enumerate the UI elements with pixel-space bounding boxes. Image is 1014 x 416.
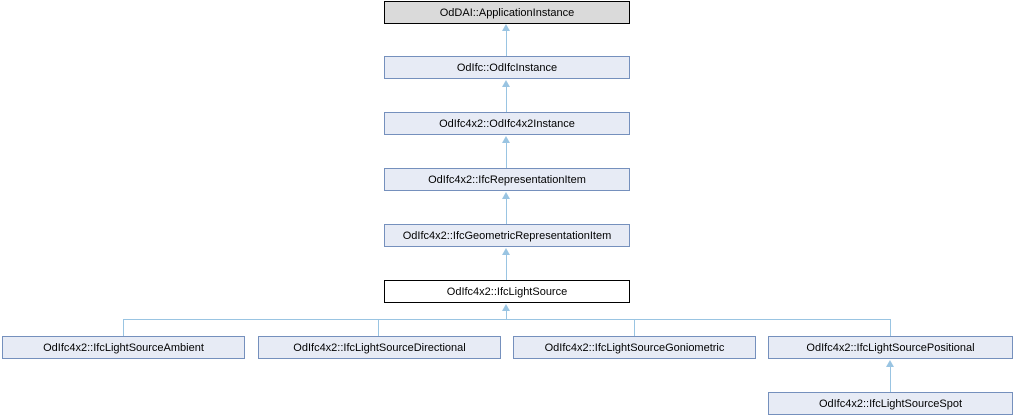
inheritance-arrowhead bbox=[502, 192, 510, 199]
class-node-odifc-instance[interactable]: OdIfc::OdIfcInstance bbox=[384, 56, 630, 79]
class-node-odifc4x2-instance[interactable]: OdIfc4x2::OdIfc4x2Instance bbox=[384, 112, 630, 135]
class-node-ifc-light-source: OdIfc4x2::IfcLightSource bbox=[384, 280, 630, 303]
inheritance-arrowhead bbox=[502, 248, 510, 255]
class-node-ifc-light-source-spot[interactable]: OdIfc4x2::IfcLightSourceSpot bbox=[768, 392, 1013, 415]
class-node-ifc-light-source-directional[interactable]: OdIfc4x2::IfcLightSourceDirectional bbox=[258, 336, 501, 359]
inheritance-line bbox=[506, 198, 507, 224]
inheritance-arrowhead bbox=[502, 24, 510, 31]
inheritance-line bbox=[123, 319, 124, 336]
inheritance-line bbox=[506, 30, 507, 56]
class-node-ifc-representation-item[interactable]: OdIfc4x2::IfcRepresentationItem bbox=[384, 168, 630, 191]
inheritance-line bbox=[890, 319, 891, 336]
inheritance-line bbox=[506, 86, 507, 112]
inheritance-line bbox=[890, 366, 891, 392]
inheritance-arrowhead bbox=[502, 304, 510, 311]
inheritance-arrowhead bbox=[886, 360, 894, 367]
inheritance-branch-line bbox=[123, 319, 891, 320]
inheritance-arrowhead bbox=[502, 80, 510, 87]
inheritance-line bbox=[506, 310, 507, 320]
inheritance-line bbox=[506, 142, 507, 168]
class-node-ifc-light-source-goniometric[interactable]: OdIfc4x2::IfcLightSourceGoniometric bbox=[513, 336, 756, 359]
class-node-ifc-light-source-ambient[interactable]: OdIfc4x2::IfcLightSourceAmbient bbox=[2, 336, 245, 359]
class-node-ifc-light-source-positional[interactable]: OdIfc4x2::IfcLightSourcePositional bbox=[768, 336, 1013, 359]
class-node-ifc-geometric-representation-item[interactable]: OdIfc4x2::IfcGeometricRepresentationItem bbox=[384, 224, 630, 247]
inheritance-arrowhead bbox=[502, 136, 510, 143]
inheritance-line bbox=[506, 254, 507, 280]
inheritance-line bbox=[378, 319, 379, 336]
class-node-application-instance: OdDAI::ApplicationInstance bbox=[384, 1, 630, 24]
inheritance-line bbox=[634, 319, 635, 336]
